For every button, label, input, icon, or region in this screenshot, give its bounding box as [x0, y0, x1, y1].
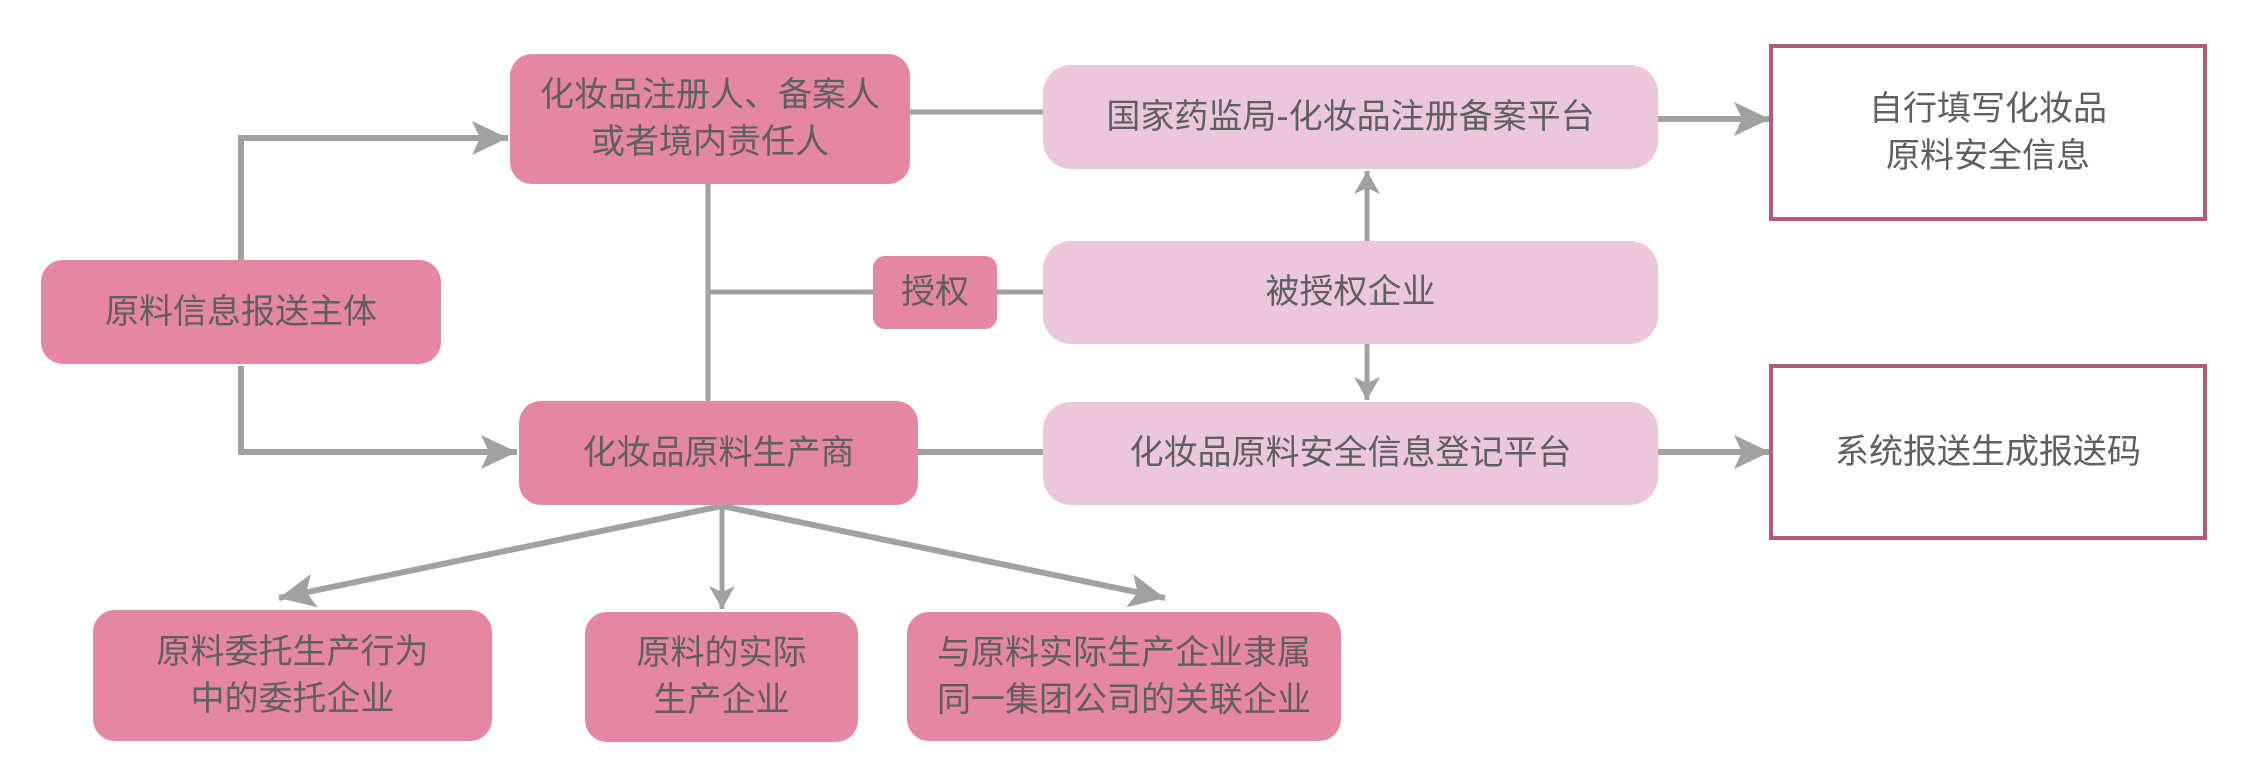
node-nmpa-registration-platform: 国家药监局-化妆品注册备案平台 — [1043, 65, 1658, 169]
edge-producer-to-entrusted-enterprise — [278, 503, 723, 608]
node-authorized-enterprise: 被授权企业 — [1043, 241, 1658, 344]
node-safety-info-platform: 化妆品原料安全信息登记平台 — [1043, 402, 1658, 505]
edge-subject-to-producer — [238, 366, 517, 469]
node-entrusted-enterprise: 原料委托生产行为 中的委托企业 — [93, 610, 492, 741]
edge-producer-to-affiliated-enterprise — [721, 503, 1166, 608]
node-affiliated-enterprise: 与原料实际生产企业隶属 同一集团公司的关联企业 — [907, 612, 1341, 741]
node-actual-producer: 原料的实际 生产企业 — [585, 612, 858, 742]
node-reporting-subject: 原料信息报送主体 — [41, 260, 441, 364]
node-raw-material-producer: 化妆品原料生产商 — [519, 401, 918, 505]
node-result-self-fill: 自行填写化妆品 原料安全信息 — [1769, 44, 2207, 221]
node-registrant: 化妆品注册人、备案人 或者境内责任人 — [510, 54, 910, 184]
node-authorize: 授权 — [873, 256, 997, 329]
node-result-report-code: 系统报送生成报送码 — [1769, 364, 2207, 540]
edge-subject-to-registrant — [238, 121, 508, 260]
